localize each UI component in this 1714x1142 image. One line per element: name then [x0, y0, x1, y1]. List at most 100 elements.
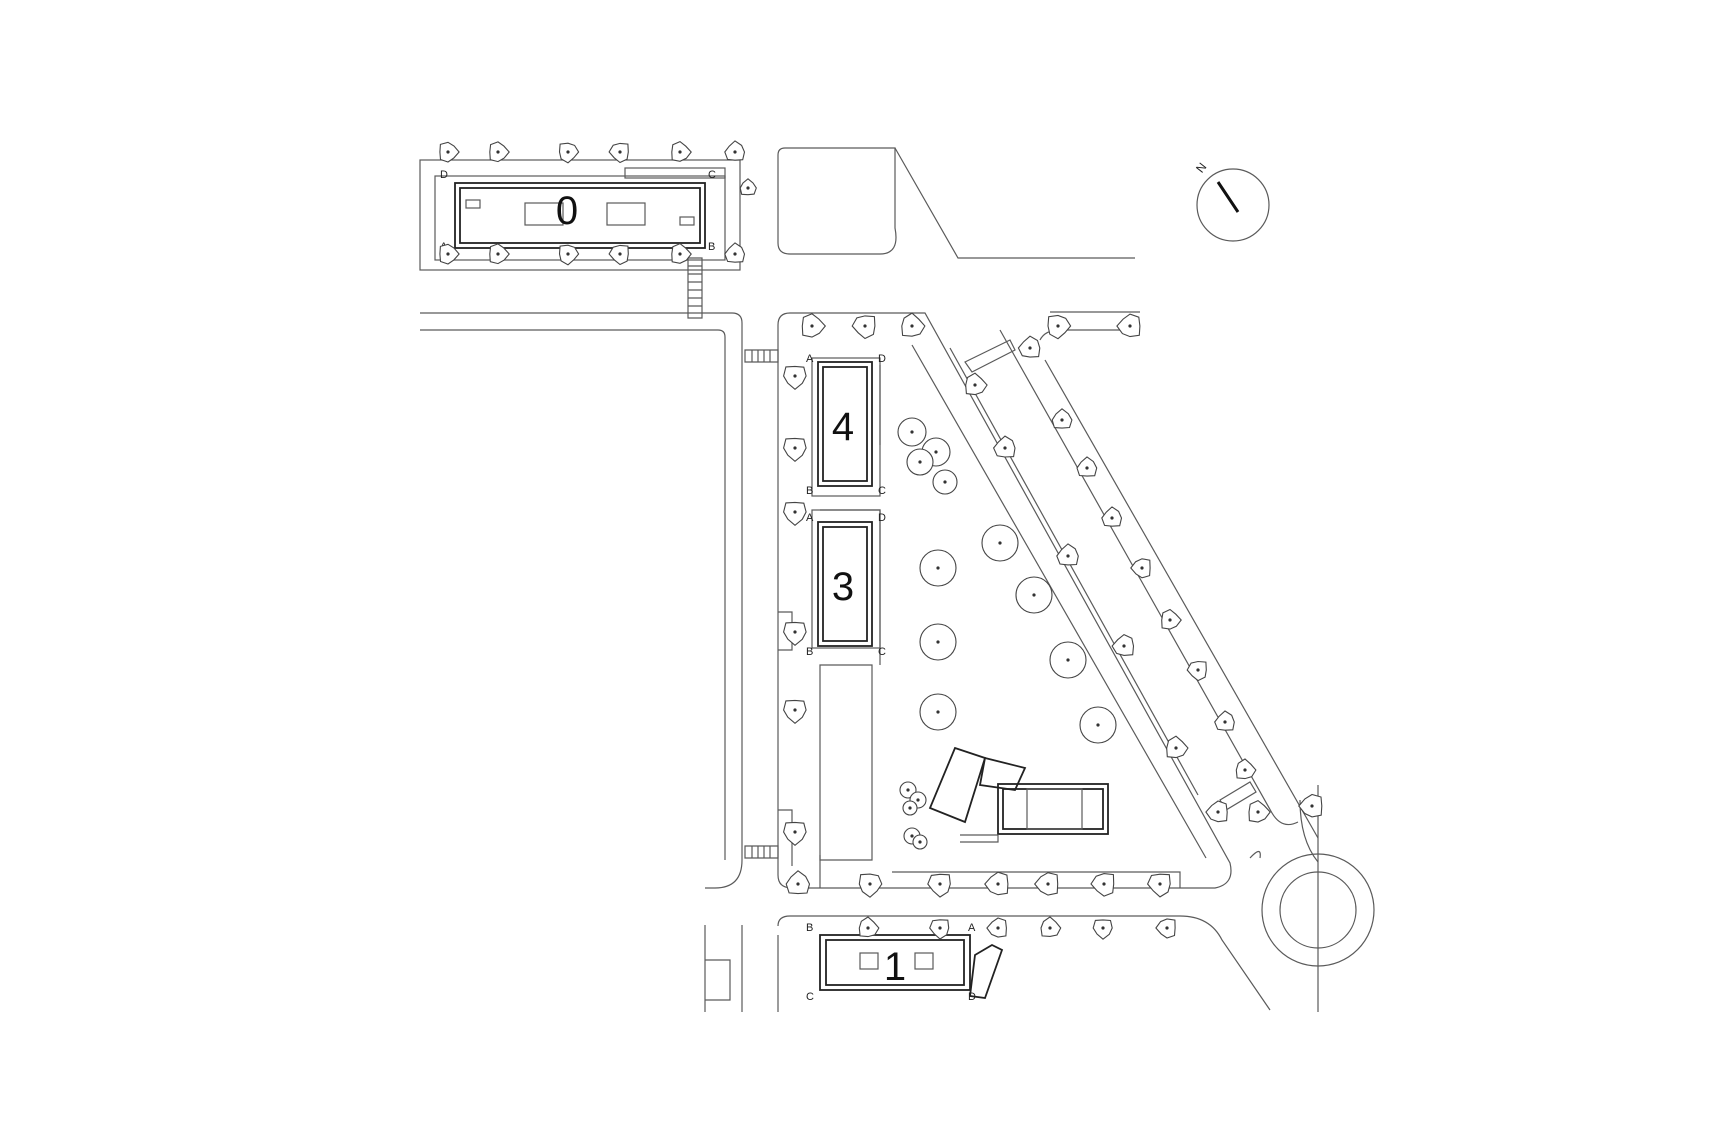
- tree-trunk-dot: [1256, 810, 1260, 814]
- tree-trunk-dot: [1048, 926, 1052, 930]
- tree-trunk-dot: [996, 926, 1000, 930]
- tree-icon: [1047, 314, 1072, 340]
- block-3-corner-d: D: [878, 512, 886, 524]
- tree-trunk-dot: [566, 252, 570, 256]
- tree-trunk-dot: [1110, 516, 1114, 520]
- tree-trunk-dot: [1032, 593, 1036, 597]
- tree-trunk-dot: [918, 840, 922, 844]
- tree-icon: [1090, 873, 1115, 897]
- block-3-corner-a: A: [806, 512, 814, 524]
- tree-trunk-dot: [1056, 324, 1060, 328]
- tree-icon: [858, 873, 883, 898]
- tree-trunk-dot: [446, 252, 450, 256]
- tree-icon: [783, 699, 807, 725]
- tree-trunk-dot: [496, 252, 500, 256]
- tree-trunk-dot: [1102, 882, 1106, 886]
- block-1-corner-d: D: [968, 991, 976, 1003]
- tree-icon: [1116, 313, 1141, 338]
- tree-icon: [1248, 799, 1271, 823]
- tree-icon: [1235, 758, 1257, 780]
- tree-trunk-dot: [1096, 723, 1100, 727]
- tree-trunk-dot: [973, 383, 977, 387]
- tree-trunk-dot: [1028, 346, 1032, 350]
- tree-trunk-dot: [936, 640, 940, 644]
- tree-icon: [783, 821, 807, 847]
- tree-trunk-dot: [918, 460, 922, 464]
- tree-trunk-dot: [996, 882, 1000, 886]
- tree-icon: [1146, 873, 1171, 898]
- tree-trunk-dot: [998, 541, 1002, 545]
- tree-trunk-dot: [934, 450, 938, 454]
- tree-trunk-dot: [910, 324, 914, 328]
- block-4-corner-c: C: [878, 485, 886, 497]
- tree-trunk-dot: [938, 882, 942, 886]
- tree-icon: [608, 142, 629, 164]
- north-arrow-circle: [1196, 168, 1270, 242]
- tree-trunk-dot: [1122, 644, 1126, 648]
- block-0-corner-d: D: [440, 169, 448, 181]
- trees-layer: [439, 140, 1323, 940]
- tree-icon: [608, 244, 629, 266]
- tree-trunk-dot: [1168, 618, 1172, 622]
- block-0-corner-c: C: [708, 169, 716, 181]
- tree-trunk-dot: [1128, 324, 1132, 328]
- tree-trunk-dot: [733, 252, 737, 256]
- block-0-number: 0: [556, 189, 578, 233]
- tree-icon: [927, 873, 951, 898]
- tree-trunk-dot: [618, 150, 622, 154]
- block-1: 1 B A C D: [806, 922, 1004, 1003]
- tree-trunk-dot: [1243, 768, 1247, 772]
- tree-trunk-dot: [938, 926, 942, 930]
- tree-trunk-dot: [868, 882, 872, 886]
- tree-trunk-dot: [446, 150, 450, 154]
- tree-trunk-dot: [566, 150, 570, 154]
- block-4-number: 4: [832, 405, 854, 449]
- tree-icon: [1166, 735, 1189, 759]
- tree-icon: [1056, 543, 1079, 566]
- tree-icon: [984, 871, 1009, 896]
- tree-trunk-dot: [910, 834, 914, 838]
- tree-trunk-dot: [910, 430, 914, 434]
- tree-trunk-dot: [863, 324, 867, 328]
- tree-icon: [1161, 608, 1182, 630]
- north-arrow: N: [1193, 160, 1270, 242]
- block-3-corner-b: B: [806, 646, 813, 658]
- tree-trunk-dot: [496, 150, 500, 154]
- block-3-number: 3: [832, 565, 854, 609]
- tree-trunk-dot: [1066, 658, 1070, 662]
- tree-trunk-dot: [1085, 466, 1089, 470]
- tree-trunk-dot: [1060, 418, 1064, 422]
- block-3-corner-c: C: [878, 646, 886, 658]
- tree-trunk-dot: [1158, 882, 1162, 886]
- tree-trunk-dot: [936, 566, 940, 570]
- block-0-corner-b: B: [708, 241, 715, 253]
- tree-icon: [783, 501, 807, 527]
- tree-trunk-dot: [936, 710, 940, 714]
- north-label: N: [1193, 160, 1209, 175]
- tree-icon: [783, 365, 807, 391]
- tree-icon: [1298, 793, 1323, 818]
- tree-trunk-dot: [793, 830, 797, 834]
- tree-trunk-dot: [793, 446, 797, 450]
- tree-trunk-dot: [793, 510, 797, 514]
- tree-trunk-dot: [746, 186, 750, 190]
- block-1-corner-c: C: [806, 991, 814, 1003]
- tree-trunk-dot: [1165, 926, 1169, 930]
- tree-trunk-dot: [916, 798, 920, 802]
- tree-trunk-dot: [906, 788, 910, 792]
- tree-trunk-dot: [1196, 668, 1200, 672]
- street-lines: [420, 147, 1375, 1012]
- tree-icon: [1017, 335, 1041, 358]
- block-1-corner-b: B: [806, 922, 813, 934]
- tree-icon: [992, 435, 1016, 458]
- block-4-corner-a: A: [806, 353, 814, 365]
- tree-icon: [783, 621, 807, 647]
- tree-trunk-dot: [733, 150, 737, 154]
- tree-icon: [783, 437, 807, 463]
- tree-trunk-dot: [1223, 720, 1227, 724]
- tree-trunk-dot: [943, 480, 947, 484]
- block-1-number: 1: [884, 945, 906, 989]
- tree-trunk-dot: [678, 252, 682, 256]
- tree-icon: [1186, 660, 1207, 682]
